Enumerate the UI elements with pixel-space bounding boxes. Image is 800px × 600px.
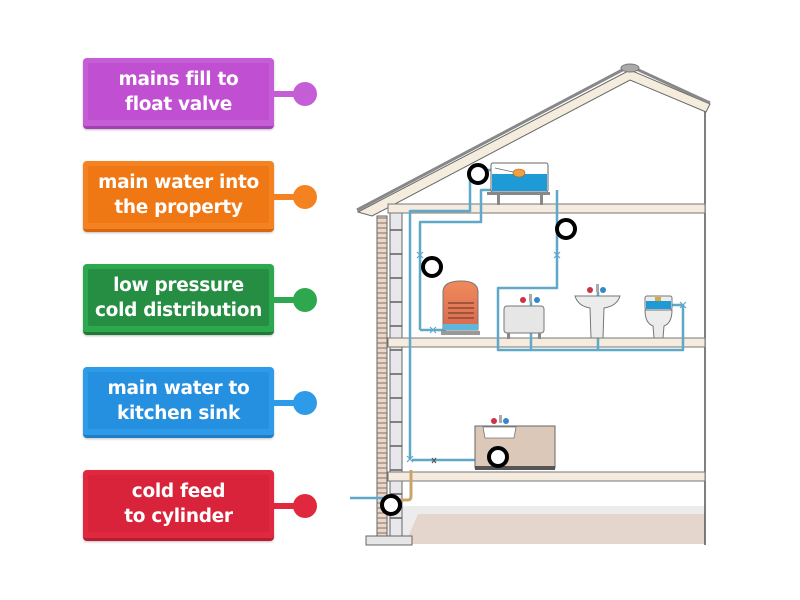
label-connector-line (273, 503, 305, 509)
label-connector-line (273, 194, 305, 200)
label-mains-fill-to-float-valve[interactable]: mains fill to float valve (83, 58, 274, 129)
label-face (88, 475, 269, 532)
cold-water-cistern (487, 162, 550, 205)
label-connector-line (273, 91, 305, 97)
label-connector-dot[interactable] (293, 494, 317, 518)
label-connector-line (273, 400, 305, 406)
cylinder-cold-feed-pipe (418, 188, 495, 330)
drain-valve (431, 457, 437, 464)
label-main-water-into-property[interactable]: main water into the property (83, 161, 274, 232)
label-text: main water to kitchen sink (107, 378, 250, 424)
drop-target-cylinder-feed[interactable] (421, 256, 443, 278)
kitchen-sink-unit (474, 415, 556, 470)
toilet (644, 295, 673, 339)
drop-target-mains-entry[interactable] (380, 494, 402, 516)
drop-target-upstairs-riser[interactable] (555, 218, 577, 240)
label-text: mains fill to float valve (118, 69, 239, 115)
roof (356, 63, 711, 217)
label-face (88, 166, 269, 223)
label-text: main water into the property (98, 172, 259, 218)
label-main-water-to-kitchen-sink[interactable]: main water to kitchen sink (83, 367, 274, 438)
label-connector-dot[interactable] (293, 185, 317, 209)
ground-soil (405, 514, 705, 544)
underground-supply-pipe (390, 470, 413, 502)
wash-basin (574, 284, 621, 339)
label-connector-dot[interactable] (293, 391, 317, 415)
ground-floor (387, 471, 706, 482)
loft-floor (387, 203, 706, 214)
label-text: low pressure cold distribution (95, 275, 262, 321)
stop-valves (406, 251, 687, 463)
label-connector-dot[interactable] (293, 288, 317, 312)
first-floor (387, 337, 706, 348)
label-connector-dot[interactable] (293, 82, 317, 106)
label-connector-line (273, 297, 305, 303)
label-text: cold feed to cylinder (124, 481, 233, 527)
label-face (88, 269, 269, 326)
hot-water-cylinder (441, 280, 480, 335)
drop-target-kitchen-sink[interactable] (487, 446, 509, 468)
bath (503, 294, 545, 339)
label-face (88, 63, 269, 120)
label-cold-feed-to-cylinder[interactable]: cold feed to cylinder (83, 470, 274, 541)
label-face (88, 372, 269, 429)
label-low-pressure-cold-distribution[interactable]: low pressure cold distribution (83, 264, 274, 335)
drop-target-cistern-inlet[interactable] (467, 163, 489, 185)
